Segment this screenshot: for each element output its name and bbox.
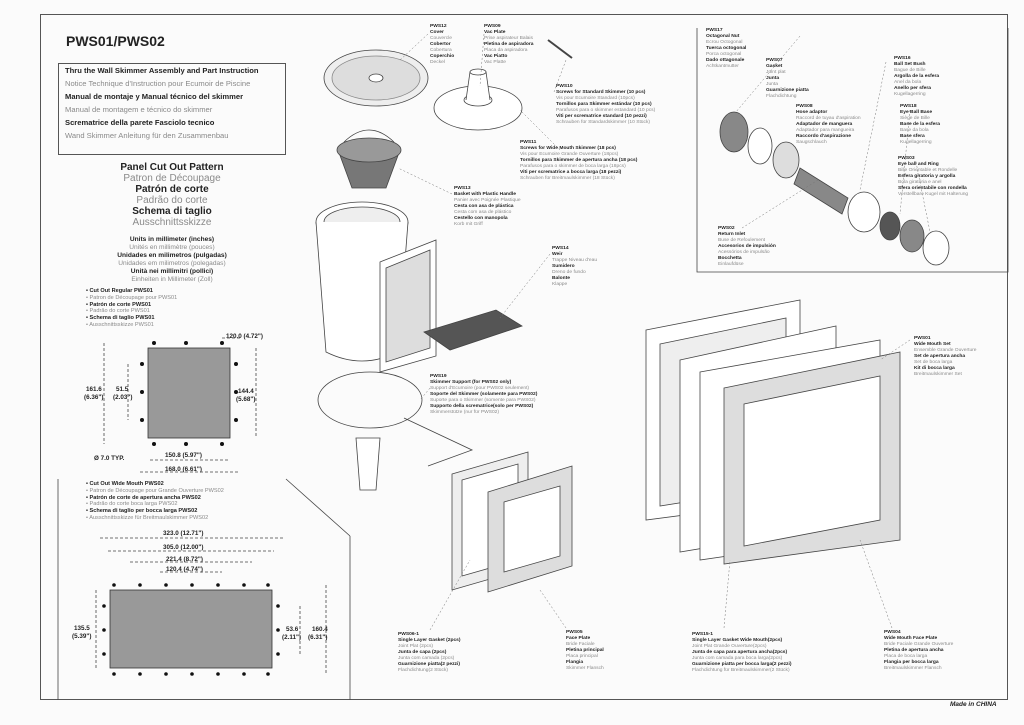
instruction-line: Thru the Wall Skimmer Assembly and Part … [65,66,259,75]
units-line: Units in millimeter (inches) [129,236,215,243]
units-line: Einheiten in Millimeter (Zoll) [131,276,213,283]
wide-mounting-holes [102,583,280,676]
dim-regular-left1: 161.6 [86,386,102,393]
instruction-line: Manual de montagem e técnico do skimmer [65,105,213,114]
dim-regular-rightb: (5.68") [236,396,256,403]
screw-part [547,39,573,59]
return-fittings-part [719,111,950,266]
wide-cutout-rect [109,589,273,669]
sheet-border [40,14,1008,700]
dim-wide-r1b: (2.11") [282,634,302,641]
regular-faceplate-part [487,465,573,593]
wide-mouth-set-part [645,299,901,565]
regular-cutout-caption: • Cut Out Regular PWS01 • Patron de Déco… [86,288,178,328]
leader-lines [397,33,931,631]
dim-regular-hole: Ø 7.0 TYP. [94,455,125,462]
units-line: Unités en millimètre (pouces) [129,244,215,251]
fitting-part [355,437,381,491]
dim-wide-d2: 305.0 (12.00") [163,544,204,551]
support-ring-part [317,371,423,429]
dim-wide-r2b: (6.31") [308,634,328,641]
dim-regular-bottom1: 150.8 (5.97") [165,452,202,459]
dim-wide-d3: 221.4 (8.72") [166,556,203,563]
units-line: Unidades em milimetros (polegadas) [118,260,226,267]
dim-wide-d4: 120.4 (4.74") [166,566,203,573]
cutout-title: Padrão do corte [136,195,208,206]
dim-wide-r2: 160.4 [312,626,328,633]
weir-part [423,309,523,351]
part-label-pws06-1: PWS06-1 Single Layer Gasket (2pcs)Joint … [398,632,461,673]
basket-handle [343,129,395,143]
dim-regular-right: 144.4 [238,388,254,395]
cutout-title: Patrón de corte [135,184,209,195]
dim-wide-r1: 53.6 [286,626,299,633]
dim-wide-d1: 323.0 (12.71") [163,530,204,537]
page-title: PWS01/PWS02 [66,33,165,49]
dim-regular-bottom2: 168.0 (6.61") [165,466,202,473]
dim-regular-left1b: (6.36") [84,394,104,401]
regular-mounting-holes [140,341,238,446]
dim-wide-left: 135.5 [74,625,90,632]
part-label-pws19: PWS19 Skimmer Support (for PWS02 only)Su… [430,374,538,415]
cutout-title: Schema di taglio [132,206,212,217]
made-in-label: Made in CHINA [950,701,997,708]
part-label-pws10: PWS10 Screws for Standard Skimmer (10 pc… [556,84,656,125]
wide-cutout-caption: • Cut Out Wide Mouth PWS02 • Patron de D… [86,481,224,521]
units-line: Unità nei millimitri (pollici) [130,268,214,275]
instruction-line: Notice Technique d'Instruction pour Ecum… [65,79,251,88]
cutout-title: Patron de Découpage [123,173,221,184]
dim-regular-left2: 51.5 [116,386,129,393]
instruction-line: Manual de montaje y Manual técnico del s… [65,92,244,101]
instruction-title-block: Thru the Wall Skimmer Assembly and Part … [58,63,286,155]
left-column-diagonal [285,478,351,537]
cutout-title: Panel Cut Out Pattern [120,162,224,173]
part-label-pws15-1: PWS15-1 Single Layer Gasket Wide Mouth(2… [692,632,792,673]
units-line: Unidades en milimetros (pulgadas) [117,252,227,259]
skimmer-body-part [315,201,437,373]
dim-regular-top: 120.0 (4.72") [226,333,263,340]
support-arm [403,417,474,467]
inset-box-border [696,28,1009,273]
cutout-title: Ausschnittsskizze [132,217,212,228]
instruction-line: Wand Skimmer Anleitung für den Zusammenb… [65,131,229,140]
instruction-line: Scrematrice della parete Fasciolo tecnic… [65,118,215,127]
dim-wide-leftb: (5.39") [72,633,92,640]
dim-regular-left2b: (2.03") [113,394,133,401]
regular-cutout-rect [147,347,231,439]
part-label-pws11: PWS11 Screws for Wide Mouth Skimmer (18 … [520,140,638,181]
